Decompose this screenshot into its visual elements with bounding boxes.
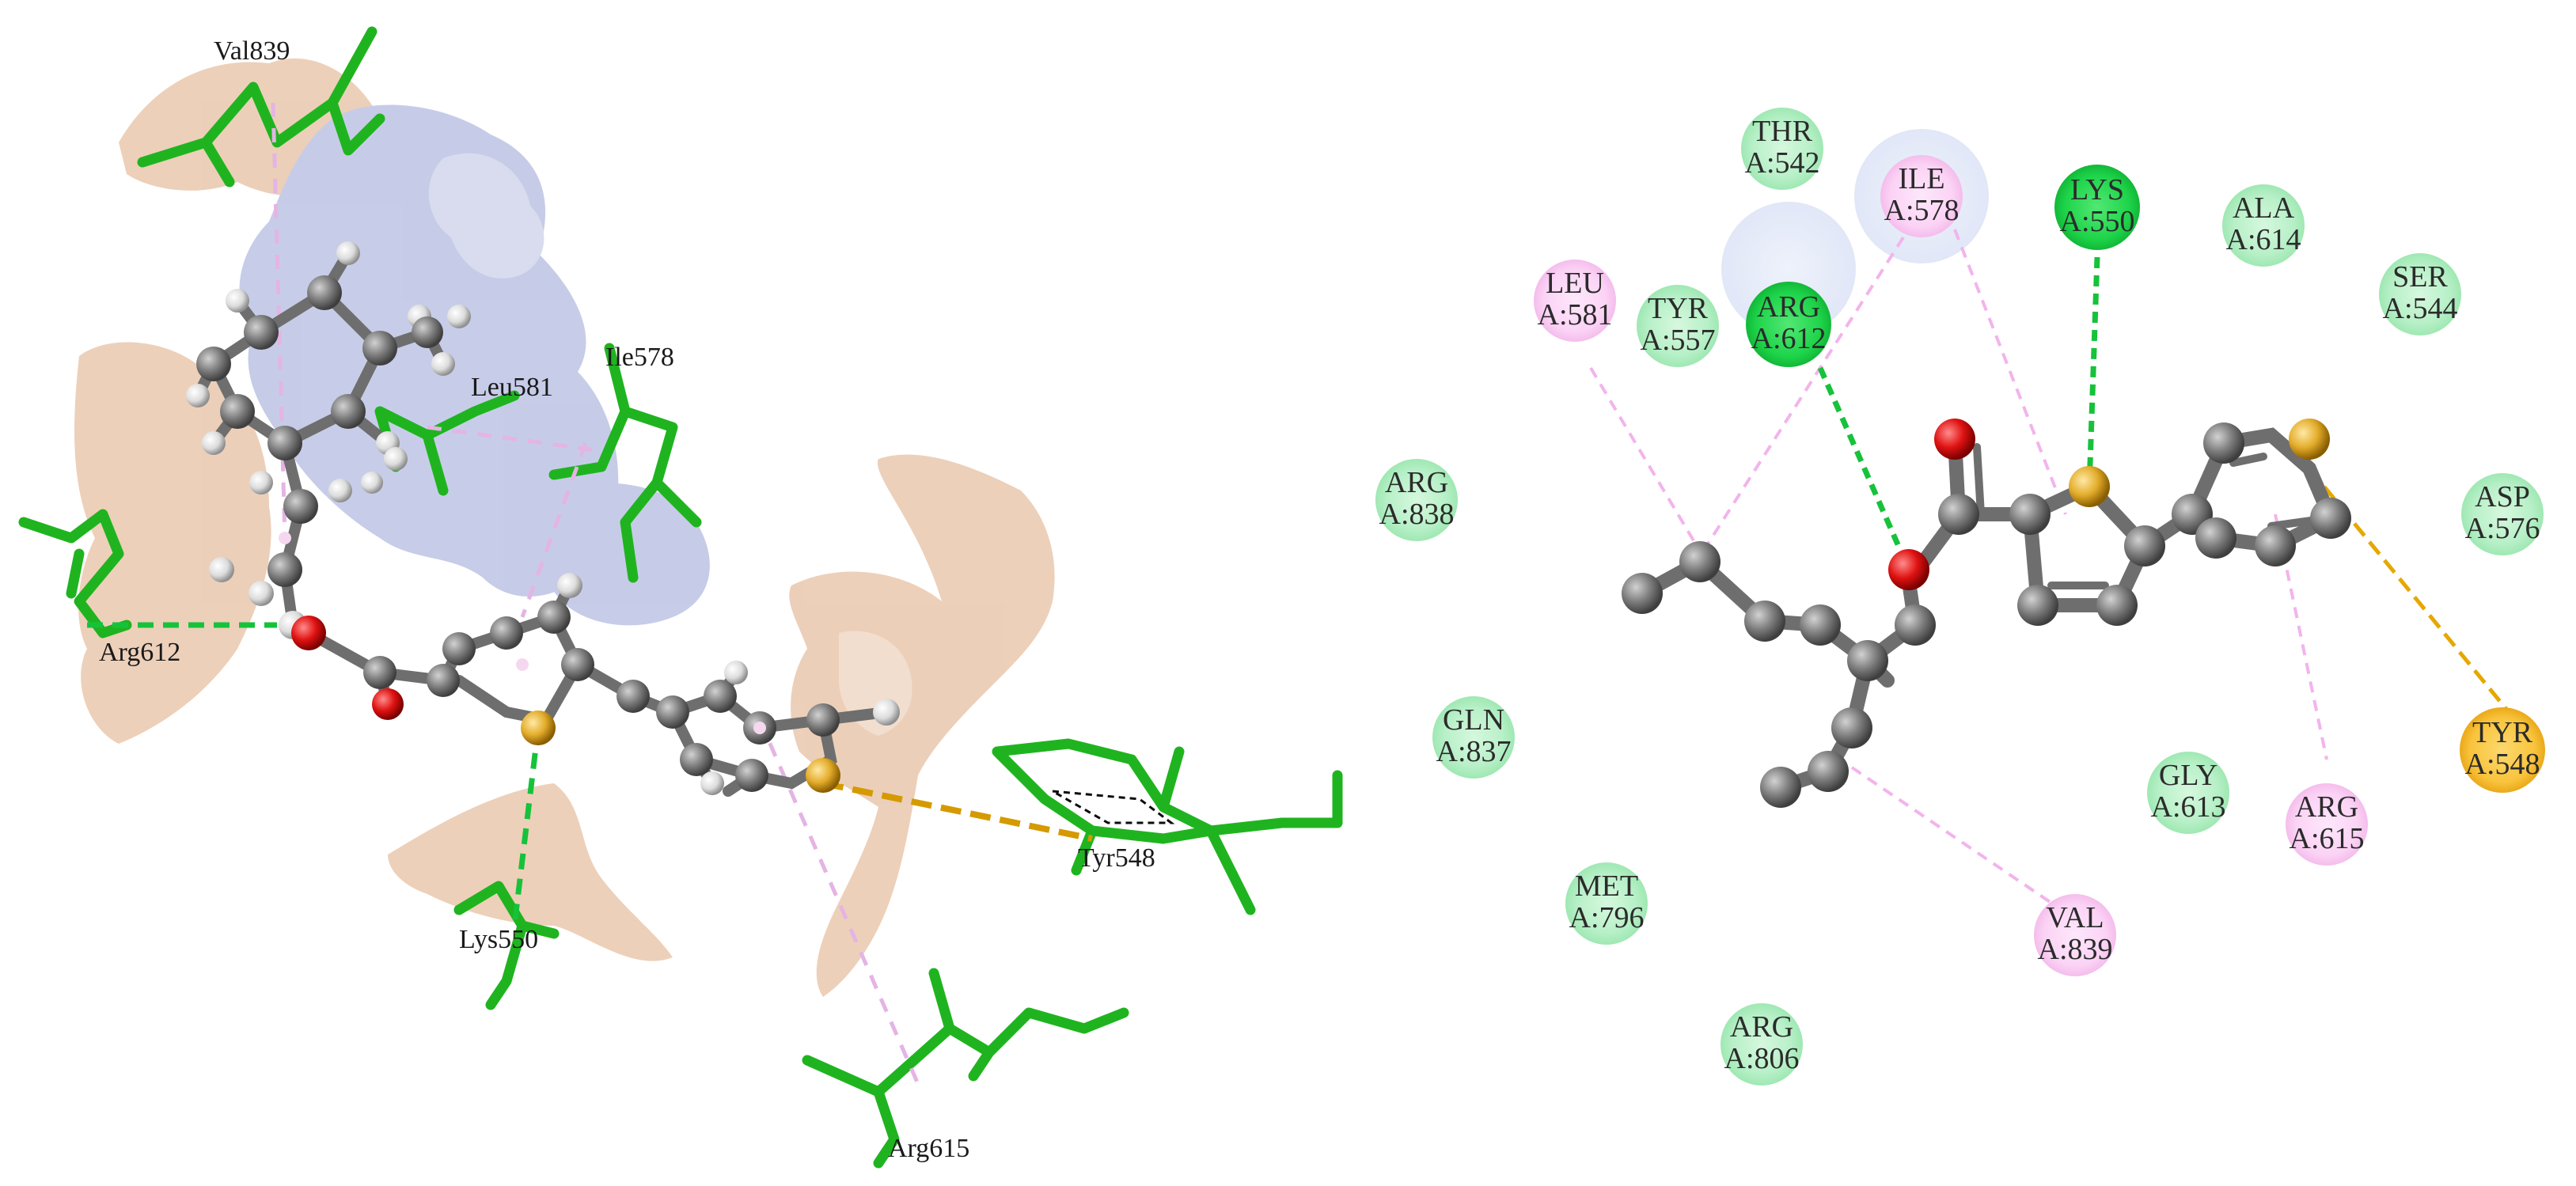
residue-ile578-name: ILE <box>1898 162 1944 195</box>
ligand-atoms-3d <box>186 241 900 795</box>
residue-arg612-id: A:612 <box>1751 322 1827 355</box>
residue-tyr548-id: A:548 <box>2465 748 2540 781</box>
residue-arg838-disc <box>1375 459 1458 541</box>
residue-arg806-name: ARG <box>1730 1010 1793 1044</box>
residue-arg838-id: A:838 <box>1379 498 1455 531</box>
label-arg612: Arg612 <box>99 638 180 667</box>
label-leu581: Leu581 <box>471 373 553 402</box>
residue-asp576-name: ASP <box>2475 480 2530 513</box>
residue-labels-2d: THR A:542 ILE A:578 LYS A:550 ALA A:614 … <box>1379 115 2540 1075</box>
residue-asp576-disc <box>2461 473 2544 555</box>
residue-ala614-name: ALA <box>2233 191 2295 225</box>
residue-ile578-id: A:578 <box>1884 194 1960 227</box>
interaction-lines-2d <box>1589 229 2510 911</box>
residue-val839-name: VAL <box>2046 901 2104 934</box>
residue-thr542-disc <box>1741 108 1823 190</box>
residue-val839-id: A:839 <box>2038 933 2113 966</box>
label-tyr548: Tyr548 <box>1078 843 1155 873</box>
protein-surface <box>74 58 1055 997</box>
residue-gly613-disc <box>2147 752 2229 834</box>
residue-met796-disc <box>1565 862 1648 945</box>
residue-ile578-disc <box>1880 155 1963 237</box>
residue-arg615-disc <box>2286 783 2368 866</box>
label-arg615: Arg615 <box>888 1134 969 1163</box>
ligand-bonds-2d <box>1635 427 2340 794</box>
residue-leu581-disc <box>1534 260 1616 342</box>
residue-asp576-id: A:576 <box>2465 512 2540 545</box>
interaction-2d-diagram: THR A:542 ILE A:578 LYS A:550 ALA A:614 … <box>1375 108 2545 1086</box>
residue-ala614-disc <box>2222 184 2305 267</box>
residue-leu581-name: LEU <box>1546 267 1604 300</box>
residue-gln837-id: A:837 <box>1436 735 1512 768</box>
residue-tyr548-name: TYR <box>2472 716 2533 749</box>
residue-thr542-name: THR <box>1752 115 1813 148</box>
label-lys550: Lys550 <box>459 925 538 954</box>
ligand-atoms-2d <box>1622 419 2351 808</box>
residue-met796-name: MET <box>1575 870 1638 903</box>
residue-labels-3d: Val839 Leu581 Ile578 Arg612 Lys550 Tyr54… <box>99 36 1155 1163</box>
residue-arg612-name: ARG <box>1757 290 1820 324</box>
residue-tyr548-disc <box>2460 707 2545 793</box>
residue-gln837-disc <box>1432 696 1515 779</box>
residue-arg806-id: A:806 <box>1724 1042 1800 1075</box>
residue-ala614-id: A:614 <box>2226 223 2301 256</box>
residue-ser544-id: A:544 <box>2383 292 2458 325</box>
label-val839: Val839 <box>214 36 290 66</box>
residue-gln837-name: GLN <box>1443 703 1504 737</box>
label-ile578: Ile578 <box>605 343 674 372</box>
residue-arg806-disc <box>1720 1003 1803 1086</box>
residue-gly613-id: A:613 <box>2151 790 2226 824</box>
residue-arg612-disc <box>1746 282 1831 367</box>
tyr548-ring-dash <box>1052 790 1175 824</box>
residue-tyr557-disc <box>1637 285 1719 367</box>
residue-lys550-id: A:550 <box>2060 205 2135 238</box>
residue-gly613-name: GLY <box>2159 759 2217 792</box>
residue-arg838-name: ARG <box>1385 466 1448 499</box>
residue-met796-id: A:796 <box>1569 901 1645 934</box>
residue-val839-disc <box>2034 894 2116 976</box>
binding-pocket-3d-view: Val839 Leu581 Ile578 Arg612 Lys550 Tyr54… <box>18 26 1343 1169</box>
residue-discs <box>1375 108 2545 1086</box>
residue-thr542-id: A:542 <box>1745 146 1820 180</box>
residue-lys550-name: LYS <box>2070 173 2124 207</box>
residue-ser544-disc <box>2379 253 2461 335</box>
residue-arg615-id: A:615 <box>2290 822 2365 855</box>
interaction-lines-3d <box>87 102 1093 1085</box>
residue-ser544-name: SER <box>2392 260 2448 294</box>
residue-tyr557-name: TYR <box>1648 292 1709 325</box>
ligand-double-bonds-2d <box>1973 443 2315 589</box>
residue-tyr557-id: A:557 <box>1641 324 1716 357</box>
residue-sticks <box>18 26 1343 1169</box>
residue-lys550-disc <box>2054 165 2140 250</box>
residue-leu581-id: A:581 <box>1538 298 1613 332</box>
residue-arg615-name: ARG <box>2295 790 2358 824</box>
